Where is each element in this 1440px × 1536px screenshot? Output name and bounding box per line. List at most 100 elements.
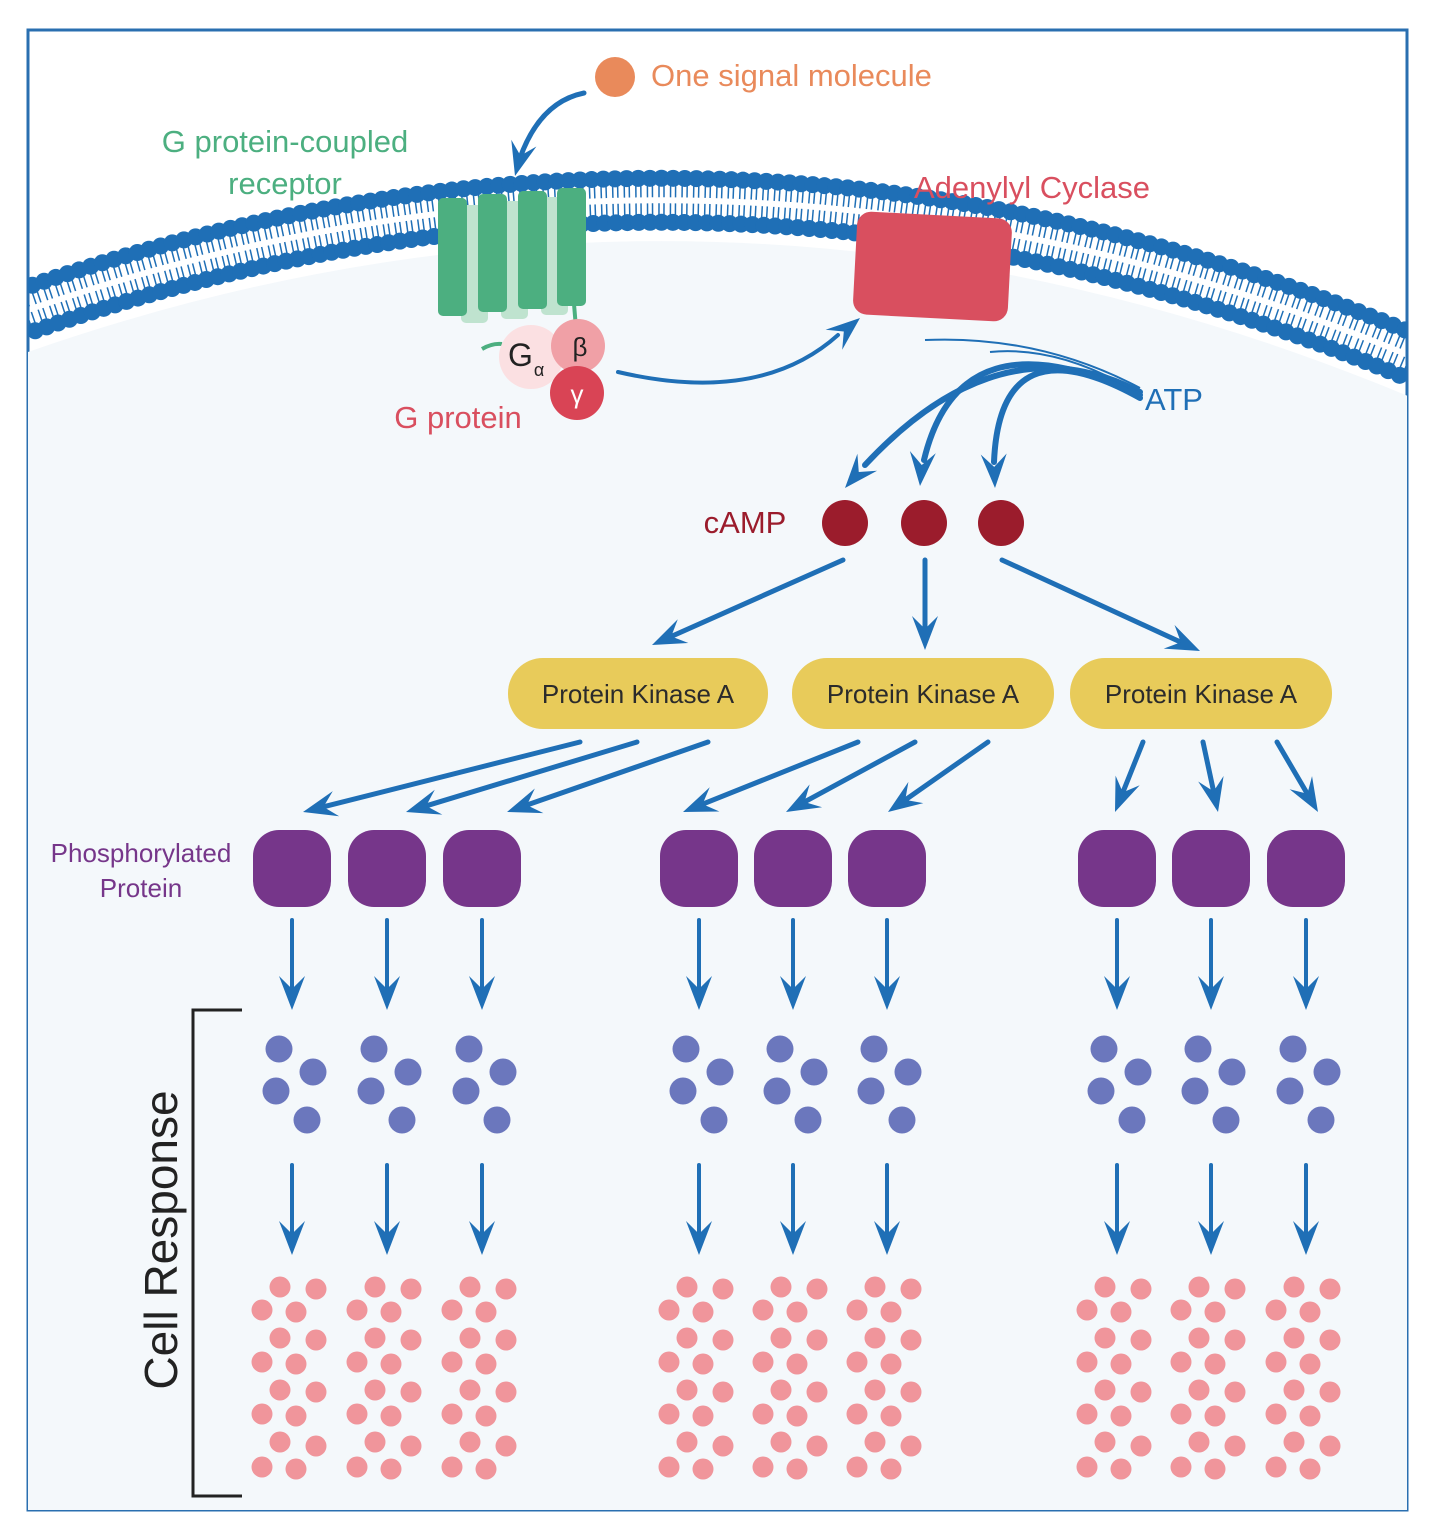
- response-molecule-pink: [364, 1431, 386, 1453]
- response-molecule-blue: [706, 1058, 734, 1086]
- response-molecule-pink: [475, 1405, 497, 1427]
- lipid-head: [1391, 366, 1407, 384]
- response-molecule-pink: [269, 1379, 291, 1401]
- response-molecule-pink: [1170, 1351, 1192, 1373]
- protein-kinase-a-label: Protein Kinase A: [827, 679, 1020, 709]
- response-molecule-pink: [1224, 1435, 1246, 1457]
- response-molecule-pink: [285, 1353, 307, 1375]
- arrow-head: [1198, 776, 1224, 812]
- response-molecule-pink: [251, 1456, 273, 1478]
- arrow-head: [1163, 624, 1200, 651]
- response-molecule-pink: [658, 1456, 680, 1478]
- response-molecule-pink: [1204, 1301, 1226, 1323]
- response-molecule-pink: [1188, 1276, 1210, 1298]
- arrow: [319, 739, 583, 810]
- response-molecule-pink: [495, 1278, 517, 1300]
- response-molecule-pink: [676, 1327, 698, 1349]
- response-molecule-pink: [495, 1435, 517, 1457]
- response-molecule-pink: [380, 1353, 402, 1375]
- response-molecule-blue: [672, 1035, 700, 1063]
- response-molecule-pink: [459, 1327, 481, 1349]
- arrow-head: [786, 784, 823, 812]
- arrow-head: [874, 1221, 900, 1255]
- response-molecule-pink: [658, 1403, 680, 1425]
- response-molecule-pink: [786, 1301, 808, 1323]
- lipid-head: [653, 169, 671, 187]
- response-molecule-pink: [658, 1351, 680, 1373]
- response-molecule-pink: [1299, 1458, 1321, 1480]
- response-molecule-blue: [1307, 1106, 1335, 1134]
- response-molecule-pink: [806, 1329, 828, 1351]
- camp-molecule: [901, 500, 947, 546]
- response-molecule-pink: [658, 1299, 680, 1321]
- arrow-head: [980, 453, 1007, 488]
- response-molecule-pink: [752, 1403, 774, 1425]
- receptor-label-line1: G protein-coupled: [162, 124, 408, 159]
- response-molecule-pink: [251, 1351, 273, 1373]
- response-molecule-pink: [770, 1431, 792, 1453]
- response-molecule-pink: [1094, 1379, 1116, 1401]
- response-molecule-pink: [1130, 1329, 1152, 1351]
- g-gamma-label: γ: [571, 379, 584, 409]
- response-molecule-pink: [676, 1379, 698, 1401]
- phosphorylated-protein: [253, 830, 331, 907]
- arrow: [901, 739, 991, 804]
- response-molecule-pink: [712, 1435, 734, 1457]
- response-molecule-pink: [1224, 1329, 1246, 1351]
- arrow-head: [1104, 1221, 1130, 1255]
- response-molecule-blue: [860, 1035, 888, 1063]
- response-molecule-pink: [364, 1379, 386, 1401]
- response-molecule-blue: [857, 1077, 885, 1105]
- response-molecule-pink: [900, 1381, 922, 1403]
- arrow-head: [507, 788, 544, 814]
- response-molecule-pink: [400, 1329, 422, 1351]
- response-molecule-pink: [880, 1301, 902, 1323]
- arrow: [991, 367, 1143, 465]
- response-molecule-pink: [1283, 1276, 1305, 1298]
- phosphorylated-protein: [443, 830, 521, 907]
- camp-molecule: [978, 500, 1024, 546]
- response-molecule-blue: [394, 1058, 422, 1086]
- response-molecule-pink: [752, 1456, 774, 1478]
- arrow: [616, 333, 840, 385]
- response-molecule-pink: [285, 1301, 307, 1323]
- cell-membrane: [28, 169, 1407, 384]
- arrow-head: [406, 789, 443, 815]
- response-molecule-pink: [1076, 1351, 1098, 1373]
- response-molecule-pink: [770, 1379, 792, 1401]
- response-molecule-pink: [305, 1278, 327, 1300]
- signal-molecule-icon: [595, 57, 635, 97]
- response-molecule-pink: [1188, 1327, 1210, 1349]
- response-molecule-pink: [752, 1299, 774, 1321]
- arrow: [517, 90, 587, 161]
- arrow: [699, 739, 861, 808]
- arrow-head: [374, 976, 400, 1010]
- arrow-head: [888, 781, 924, 812]
- response-molecule-pink: [806, 1435, 828, 1457]
- response-molecule-pink: [441, 1456, 463, 1478]
- response-molecule-pink: [1094, 1276, 1116, 1298]
- adenylyl-cyclase-label: Adenylyl Cyclase: [914, 170, 1150, 205]
- arrow-head: [780, 976, 806, 1010]
- atp-line: [924, 338, 1141, 389]
- response-molecule-pink: [495, 1329, 517, 1351]
- response-molecule-pink: [495, 1381, 517, 1403]
- response-molecule-pink: [1319, 1278, 1341, 1300]
- g-protein-icon: [480, 303, 605, 420]
- phosphorylated-protein: [1172, 830, 1250, 907]
- response-molecule-pink: [1204, 1405, 1226, 1427]
- arrow-head: [303, 791, 340, 817]
- response-molecule-pink: [1094, 1431, 1116, 1453]
- response-molecule-pink: [1299, 1353, 1321, 1375]
- g-protein-label: G protein: [394, 400, 522, 435]
- response-molecule-pink: [380, 1458, 402, 1480]
- response-molecule-pink: [864, 1276, 886, 1298]
- arrow-head: [686, 1221, 712, 1255]
- response-molecule-blue: [794, 1106, 822, 1134]
- response-molecule-blue: [262, 1077, 290, 1105]
- arrow-head: [1289, 776, 1318, 812]
- response-molecule-pink: [786, 1405, 808, 1427]
- cell-response-bracket: [191, 1008, 242, 1498]
- amplified-response-molecules: [251, 1276, 1341, 1480]
